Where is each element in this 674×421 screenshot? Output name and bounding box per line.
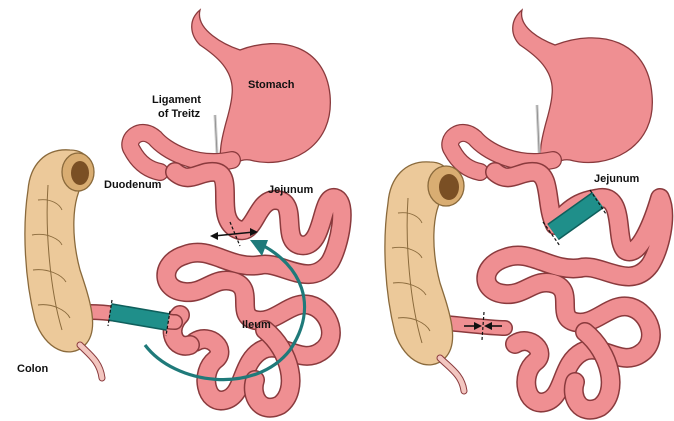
stomach-right xyxy=(513,10,653,178)
label-ligament-line1: Ligament xyxy=(152,94,201,106)
label-jejunum-right: Jejunum xyxy=(594,173,639,185)
label-ileum: Ileum xyxy=(242,319,271,331)
label-duodenum: Duodenum xyxy=(104,179,162,191)
right-panel: Jejunum xyxy=(385,10,663,410)
stomach-left xyxy=(192,10,331,178)
label-jejunum-left: Jejunum xyxy=(268,184,313,196)
colon-right xyxy=(385,162,464,391)
colon-left xyxy=(25,150,102,378)
label-stomach: Stomach xyxy=(248,79,295,91)
left-panel: Stomach Ligament of Treitz Duodenum Jeju… xyxy=(17,10,342,408)
label-colon: Colon xyxy=(17,363,48,375)
label-ligament-line2: of Treitz xyxy=(158,108,201,120)
small-intestine-coils-left xyxy=(166,172,342,408)
